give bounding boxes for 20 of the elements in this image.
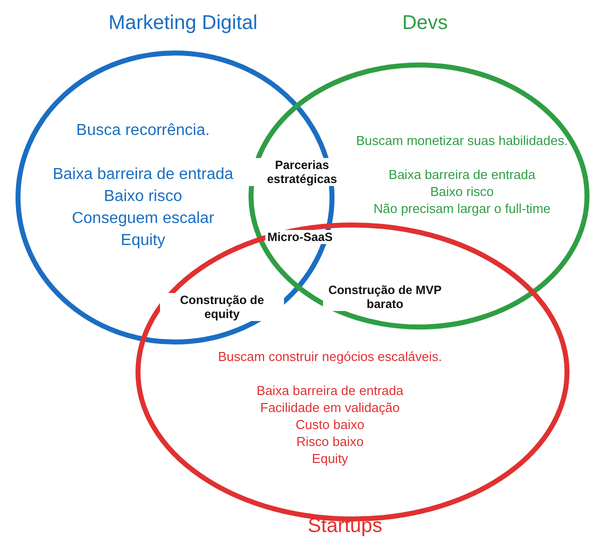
list-item: Facilidade em validação <box>260 399 400 416</box>
overlap-label: Construção de equity <box>160 293 284 321</box>
circle-title: Marketing Digital <box>108 12 258 35</box>
overlap-label: Micro-SaaS <box>265 230 335 244</box>
list-item: Não precisam largar o full-time <box>374 200 550 217</box>
list-item: Risco baixo <box>296 433 364 450</box>
list-item: Baixa barreira de entrada <box>52 165 234 185</box>
description-text: Buscam construir negócios escaláveis. <box>218 348 442 365</box>
list-item: Custo baixo <box>296 416 364 433</box>
circle-title: Devs <box>402 12 448 35</box>
list-item: Baixa barreira de entrada <box>256 382 404 399</box>
list-item: Baixa barreira de entrada <box>388 166 536 183</box>
list-item: Conseguem escalar <box>72 209 214 229</box>
list-item: Baixo risco <box>430 183 494 200</box>
circle-title: Startups <box>308 515 382 538</box>
list-item: Equity <box>120 231 166 251</box>
description-text: Buscam monetizar suas habilidades. <box>356 132 568 149</box>
list-item: Baixo risco <box>104 187 182 207</box>
list-item: Equity <box>312 450 348 467</box>
description-text: Busca recorrência. <box>76 121 210 141</box>
